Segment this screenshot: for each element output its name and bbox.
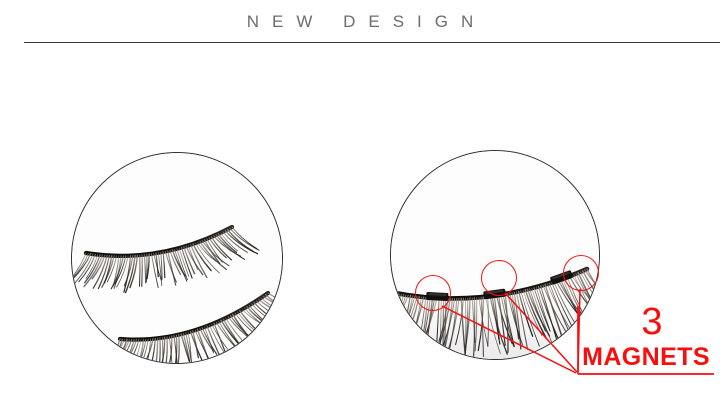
magnet-marker-2 [481, 260, 517, 296]
right-product-circle [390, 150, 600, 360]
header-divider [24, 42, 720, 43]
magnetic-lash-illustration [391, 151, 599, 359]
right-photo-inner [391, 151, 599, 359]
magnet-count-label: MAGNETS [582, 343, 710, 371]
magnet-marker-3 [563, 255, 599, 291]
left-product-circle [71, 152, 283, 364]
magnet-marker-1 [415, 275, 451, 311]
page-title: NEW DESIGN [246, 12, 487, 31]
lash-pair-illustration [72, 153, 282, 363]
magnet-count-value: 3 [641, 301, 663, 343]
left-photo-inner [72, 153, 282, 363]
